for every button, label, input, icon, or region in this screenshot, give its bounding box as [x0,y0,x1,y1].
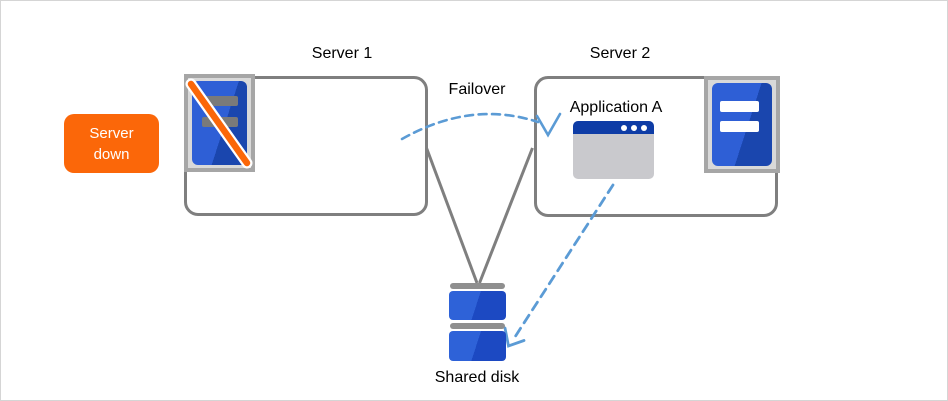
server-tower-icon [192,81,247,165]
server2-disk-connector-line [478,147,534,284]
shared-disk-label: Shared disk [434,369,520,386]
shared-disk-icon [449,283,506,361]
tower-slot-icon [202,117,238,127]
server-down-badge-label: Server down [89,124,134,163]
app-to-disk-arrowhead-icon [503,326,526,348]
window-dot-icon [621,124,627,131]
disk-cap-icon [450,283,505,289]
server-tower-icon [712,83,772,166]
window-titlebar [573,121,654,134]
failover-label: Failover [448,81,506,98]
application-label: Application A [569,99,663,116]
disk-platter-icon [449,291,506,320]
server1-label: Server 1 [311,45,373,62]
application-window-icon [573,121,654,179]
server1-tower-failed-icon [184,74,255,172]
tower-slot-icon [202,96,238,106]
server2-label: Server 2 [589,45,651,62]
window-dot-icon [641,124,647,131]
server-down-badge: Server down [64,114,159,173]
disk-cap-icon [450,323,505,329]
tower-slot-icon [720,101,759,112]
server2-tower-icon [704,76,780,173]
disk-platter-icon [449,331,506,361]
tower-slot-icon [720,121,759,132]
window-dot-icon [631,124,637,131]
server1-disk-connector-line [425,147,479,284]
